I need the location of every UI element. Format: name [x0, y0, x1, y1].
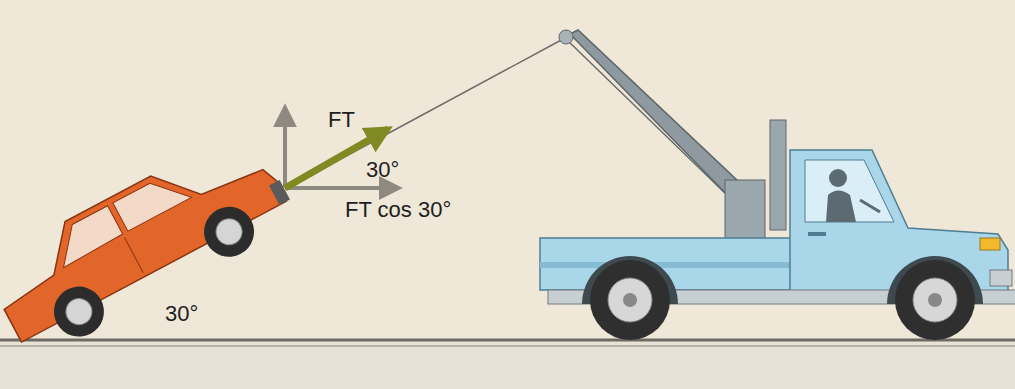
ground-line [0, 345, 1015, 347]
ground [0, 340, 1015, 389]
tow-cable [565, 38, 728, 196]
tow-truck [540, 30, 1015, 340]
ground-line [0, 339, 1015, 342]
force-label: FT [328, 108, 355, 132]
angle-label: 30° [366, 158, 399, 182]
force-label: FT cos 30° [345, 198, 451, 222]
angle-label: 30° [165, 302, 198, 326]
axis-arrow [285, 186, 398, 190]
towed-car [0, 123, 302, 364]
axis-arrow [283, 108, 287, 188]
